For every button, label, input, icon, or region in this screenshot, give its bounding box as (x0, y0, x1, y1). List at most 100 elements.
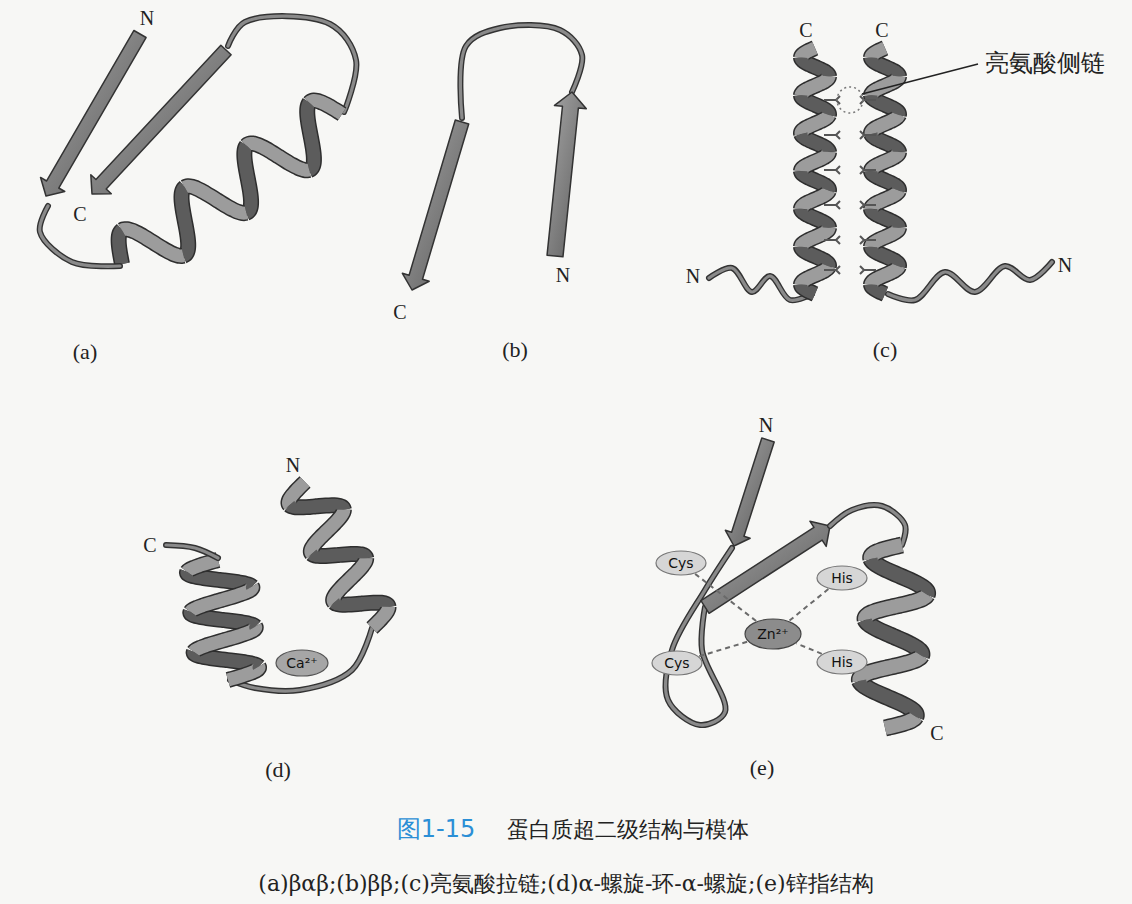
alpha-helix (871, 152, 899, 171)
alpha-helix (865, 595, 927, 620)
alpha-helix (801, 76, 829, 95)
residue-ellipse: Cys (651, 650, 703, 676)
caption: 蛋白质超二级结构与模体 (507, 817, 749, 842)
coordination-bond (699, 642, 747, 657)
panel-label: (b) (502, 337, 528, 362)
alpha-helix (288, 482, 305, 505)
alpha-helix (859, 656, 921, 681)
alpha-helix (122, 229, 184, 256)
ellipse-shape (817, 566, 867, 590)
panel-label: (e) (750, 755, 774, 780)
side-chain (860, 236, 876, 244)
beta-strand (547, 92, 586, 257)
alpha-helix (871, 209, 899, 228)
coordination-bond (789, 589, 828, 621)
alpha-helix (871, 152, 899, 171)
alpha-helix (228, 667, 259, 680)
alpha-helix (871, 247, 899, 267)
alpha-helix (372, 607, 389, 628)
alpha-helix (885, 717, 916, 728)
alpha-helix (246, 143, 309, 170)
alpha-helix (333, 558, 366, 602)
alpha-helix (801, 115, 829, 134)
side-chain (824, 201, 840, 209)
alpha-helix (871, 134, 899, 152)
alpha-helix (185, 186, 247, 213)
chain-end-label: N (286, 454, 300, 477)
alpha-helix (871, 115, 899, 134)
alpha-helix (801, 228, 829, 247)
loop (888, 262, 1052, 300)
alpha-helix (187, 560, 218, 572)
alpha-helix (244, 146, 251, 213)
alpha-helix (801, 171, 829, 191)
loop (228, 16, 356, 112)
alpha-helix (190, 587, 252, 612)
alpha-helix (801, 115, 829, 134)
alpha-helix (871, 545, 902, 559)
alpha-helix (871, 171, 899, 191)
node-text: Ca²⁺ (275, 655, 329, 672)
alpha-helix (871, 545, 902, 559)
side-chain (860, 266, 876, 274)
alpha-helix (190, 587, 252, 612)
beta-strand (91, 45, 231, 194)
highlight-circle (837, 87, 863, 113)
alpha-helix (871, 115, 899, 134)
chain-end-label: C (393, 301, 406, 324)
beta-strand (725, 438, 774, 546)
side-chain (860, 166, 876, 174)
chain-end-label: C (930, 722, 943, 745)
residue-ellipse: His (816, 649, 868, 675)
alpha-helix (871, 228, 899, 247)
node-text: Cys (651, 655, 703, 672)
beta-strand (402, 120, 468, 290)
alpha-helix (334, 602, 388, 606)
chain-end-label: N (140, 7, 154, 30)
alpha-helix (194, 627, 256, 652)
side-chain (824, 236, 840, 244)
alpha-helix (871, 48, 885, 57)
alpha-helix (309, 101, 342, 114)
alpha-helix (309, 101, 342, 114)
chain-end-label: C (799, 19, 812, 42)
alpha-helix (871, 134, 899, 152)
ellipse-shape (817, 650, 867, 674)
side-chain (860, 201, 876, 209)
beta-strand (701, 521, 830, 613)
chain-end-label: N (686, 265, 700, 288)
panel-label: (a) (73, 339, 97, 364)
alpha-helix (801, 285, 815, 294)
alpha-helix (289, 505, 343, 509)
panel-label: (c) (873, 337, 897, 362)
alpha-helix (801, 95, 829, 115)
alpha-helix (182, 187, 189, 255)
alpha-helix (307, 103, 314, 170)
alpha-helix (311, 510, 344, 554)
alpha-helix (187, 560, 218, 572)
alpha-helix (801, 209, 829, 228)
alpha-helix (334, 602, 388, 606)
ion-ellipse: Zn²⁺ (744, 618, 802, 650)
alpha-helix (871, 285, 885, 294)
alpha-helix (801, 48, 815, 57)
alpha-helix (801, 171, 829, 191)
alpha-helix (801, 228, 829, 247)
alpha-helix (801, 247, 829, 267)
alpha-helix (119, 230, 122, 264)
alpha-helix (801, 76, 829, 95)
alpha-helix (372, 607, 389, 628)
alpha-helix (801, 57, 829, 76)
alpha-helix (194, 627, 256, 652)
alpha-helix (119, 230, 122, 264)
alpha-helix (860, 681, 917, 717)
alpha-helix (871, 171, 899, 191)
alpha-helix (859, 656, 921, 681)
alpha-helix (871, 209, 899, 228)
alpha-helix (801, 191, 829, 209)
side-chain (860, 131, 876, 139)
alpha-helix (871, 95, 899, 115)
coordination-bond (695, 574, 756, 621)
